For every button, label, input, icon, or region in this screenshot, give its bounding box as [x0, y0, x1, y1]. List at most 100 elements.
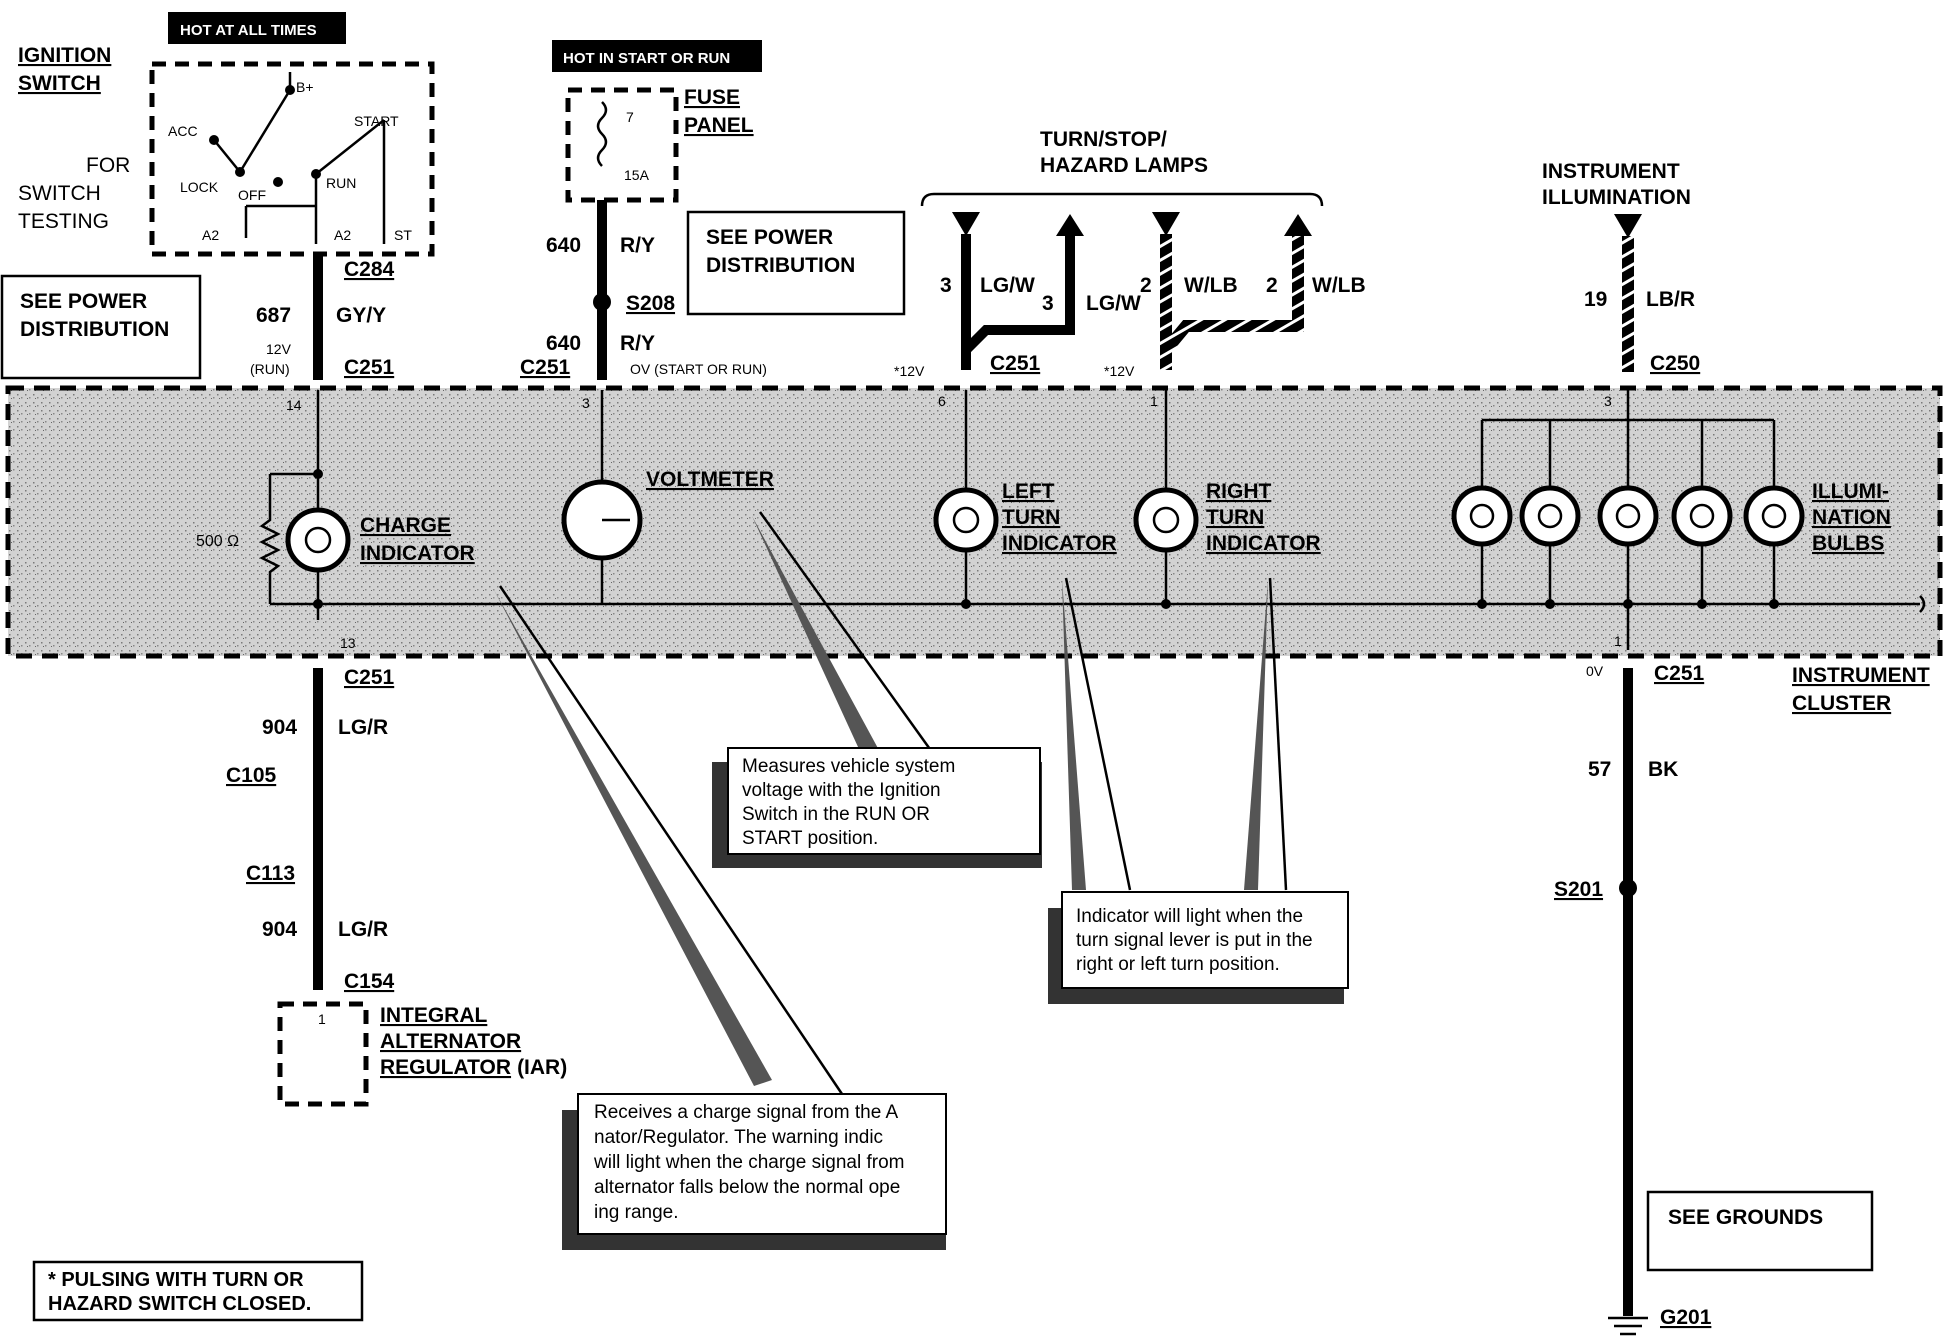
connector-c251-charge: C251: [344, 666, 395, 689]
hot-in-start-run-tag: [552, 40, 762, 72]
wire-640b-number: 640: [546, 332, 581, 355]
iar-label-3-suffix: (IAR): [517, 1056, 567, 1079]
wire-3b-color: LG/W: [1086, 292, 1141, 315]
ground-g201-label: G201: [1660, 1306, 1712, 1329]
iar-label-3: REGULATOR (IAR): [380, 1056, 567, 1079]
switch-a2-right-label: A2: [334, 227, 351, 243]
iar-pin: 1: [318, 1011, 326, 1027]
turn-note-line-2: turn signal lever is put in the: [1076, 930, 1313, 951]
pulsing-note-line-1: * PULSING WITH TURN OR: [48, 1269, 304, 1291]
charge-indicator-bulb-icon: [285, 507, 351, 573]
left-turn-label: LEFT: [1002, 480, 1055, 503]
left-turn-wires: [952, 212, 1084, 370]
charge-indicator-filament-icon: [304, 526, 332, 554]
instrument-cluster-label: INSTRUMENT: [1792, 664, 1930, 687]
iar-label-3-name: REGULATOR: [380, 1056, 511, 1079]
wire-687-color: GY/Y: [336, 304, 386, 327]
wire-57-number: 57: [1588, 758, 1611, 781]
right-turn-label: RIGHT: [1206, 480, 1272, 503]
connector-c113: C113: [246, 862, 295, 885]
illumination-bulbs-label-2: NATION: [1812, 506, 1891, 529]
right-turn-junction: [1161, 599, 1171, 609]
left-turn-junction: [961, 599, 971, 609]
turn-note-box: [1061, 891, 1349, 989]
connector-c284: C284: [344, 258, 395, 281]
wire-904b-color: LG/R: [338, 918, 388, 941]
pin-13: 13: [340, 635, 356, 651]
wire-3a-color: LG/W: [980, 274, 1035, 297]
charge-callout-line: [498, 585, 844, 1095]
turn-note-line-3: right or left turn position.: [1076, 954, 1280, 975]
iar-label: INTEGRAL: [380, 1004, 488, 1027]
voltmeter-callout-line: [758, 511, 934, 753]
connector-c251-voltmeter: C251: [520, 356, 571, 379]
connector-c251-ignition: C251: [344, 356, 395, 379]
pin-3-illumination: 3: [1604, 393, 1612, 409]
switch-st-label: ST: [394, 227, 412, 243]
ignition-switch-label-2: SWITCH: [18, 72, 101, 95]
charge-note-line-3: will light when the charge signal from: [593, 1152, 905, 1173]
wire-2a-number: 2: [1140, 274, 1152, 297]
see-grounds-box: [1646, 1190, 1874, 1272]
left-turn-bulb-icon: [933, 487, 999, 553]
ignition-switch-box: [149, 61, 435, 257]
see-power-distribution-box-left: [0, 274, 202, 380]
charge-note-line-1: Receives a charge signal from the A: [594, 1102, 898, 1123]
pulsing-note-line-2: HAZARD SWITCH CLOSED.: [48, 1293, 311, 1315]
switch-off-label: OFF: [238, 187, 266, 203]
left-turn-label-3: INDICATOR: [1002, 532, 1117, 555]
pin-14: 14: [286, 397, 302, 413]
voltmeter-note-line-4: START position.: [742, 828, 878, 849]
switch-acc-label: ACC: [168, 123, 198, 139]
right-turn-label-2: TURN: [1206, 506, 1264, 529]
wire-2b-color: W/LB: [1312, 274, 1366, 297]
left-turn-filament-icon: [952, 506, 980, 534]
turn-callout-line-right: [1268, 577, 1288, 891]
turn-callout-pointer-right: [1244, 580, 1268, 890]
charge-junction-top: [313, 469, 323, 479]
see-grounds-text: SEE GROUNDS: [1668, 1206, 1823, 1229]
charge-junction-bottom: [313, 599, 323, 609]
charge-indicator-label-2: INDICATOR: [360, 542, 475, 565]
see-power-distribution-mid-2: DISTRIBUTION: [706, 254, 855, 277]
fuse-amperage: 15A: [624, 167, 650, 183]
fuse-panel-label-2: PANEL: [684, 114, 754, 137]
wire-3a-number: 3: [940, 274, 952, 297]
charge-note-line-5: ing range.: [594, 1202, 679, 1223]
hot-at-all-times-tag: [168, 12, 346, 44]
charge-indicator-label: CHARGE: [360, 514, 451, 537]
switch-testing-label-2: SWITCH: [18, 182, 101, 205]
illumination-arrow: [1614, 214, 1642, 238]
splice-s201: [1619, 879, 1637, 897]
see-power-distribution-box-mid: [686, 210, 906, 316]
switch-a2-left-label: A2: [202, 227, 219, 243]
instrument-cluster-label-2: CLUSTER: [1792, 692, 1891, 715]
pulsing-note-box: [32, 1260, 364, 1322]
switch-testing-label-3: TESTING: [18, 210, 109, 233]
splice-s201-label: S201: [1554, 878, 1603, 901]
right-turn-bulb-icon: [1133, 487, 1199, 553]
see-power-distribution-left-2: DISTRIBUTION: [20, 318, 169, 341]
turn-stop-hazard-label-2: HAZARD LAMPS: [1040, 154, 1208, 177]
voltmeter-note-line-1: Measures vehicle system: [742, 756, 955, 777]
wire-904a-number: 904: [262, 716, 297, 739]
ignition-switch-label: IGNITION: [18, 44, 111, 67]
turn-callout-line-left: [1064, 577, 1132, 891]
wire-904b-number: 904: [262, 918, 297, 941]
wire-2b-number: 2: [1266, 274, 1278, 297]
turn-callout-pointer-left: [1062, 580, 1086, 890]
right-turn-filament-icon: [1152, 506, 1180, 534]
wire-19-color: LB/R: [1646, 288, 1695, 311]
illumination-bulbs-label-3: BULBS: [1812, 532, 1884, 555]
voltage-0v: 0V: [1586, 663, 1604, 679]
connector-c250: C250: [1650, 352, 1700, 375]
illumination-bulb-array: [1451, 420, 1805, 609]
voltmeter-note-line-3: Switch in the RUN OR: [742, 804, 930, 825]
charge-note-line-2: nator/Regulator. The warning indic: [594, 1127, 883, 1148]
pin-1-ground: 1: [1614, 633, 1622, 649]
voltmeter-callout-pointer: [752, 516, 880, 760]
fuse-symbol: [596, 101, 608, 167]
voltage-12v-right: *12V: [1104, 363, 1135, 379]
connector-c105: C105: [226, 764, 277, 787]
